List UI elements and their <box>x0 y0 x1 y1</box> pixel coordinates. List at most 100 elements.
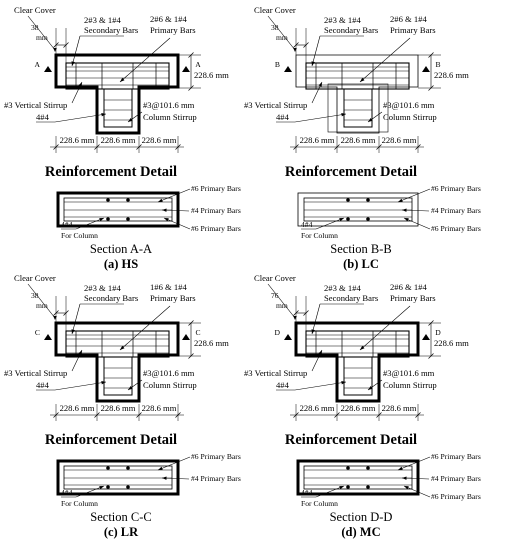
dimension-tick <box>428 52 434 58</box>
leader-line <box>75 485 105 498</box>
arrowhead <box>398 466 403 470</box>
cover-value: 38 <box>271 23 279 32</box>
section-marker-right <box>182 334 190 340</box>
width-dimension: 228.6 mm <box>382 403 417 413</box>
arrowhead <box>404 218 409 222</box>
plan-stirrup <box>63 465 173 490</box>
for-column-label: For Column <box>61 499 98 508</box>
cover-value: 76 <box>271 291 279 300</box>
leader-line <box>75 217 105 230</box>
column-bar-dot <box>346 217 350 221</box>
panel-caption: (a) HS <box>104 257 138 271</box>
section-marker-left <box>44 66 52 72</box>
column-bar-dot <box>126 198 130 202</box>
vertical-stirrup-label: #3 Vertical Stirrup <box>4 368 67 378</box>
for-column-label: For Column <box>301 231 338 240</box>
dimension-tick <box>63 310 69 316</box>
dimension-tick <box>293 144 299 150</box>
leader-line <box>54 113 107 123</box>
column-bar-dot <box>106 198 110 202</box>
arrowhead <box>162 208 167 212</box>
column-bar-dot <box>346 466 350 470</box>
section-marker-label-left: A <box>35 60 41 69</box>
leader-line <box>157 456 191 471</box>
column-stirrup-label: Column Stirrup <box>143 380 197 390</box>
reinforcement-heading: Reinforcement Detail <box>285 164 417 180</box>
leader-line <box>27 283 56 319</box>
leader-line <box>267 15 296 51</box>
depth-dimension: 228.6 mm <box>194 70 229 80</box>
section-marker-label-left: C <box>35 328 40 337</box>
section-marker-right <box>422 66 430 72</box>
dimension-tick <box>428 353 434 359</box>
column-stirrup <box>103 356 133 396</box>
section-marker-right <box>182 66 190 72</box>
clear-cover-label: Clear Cover <box>254 273 296 283</box>
for-column-label: For Column <box>301 499 338 508</box>
panel-caption: (d) MC <box>341 525 380 539</box>
arrowhead <box>99 218 104 222</box>
cover-unit: mm <box>276 33 288 42</box>
arrowhead <box>71 329 75 334</box>
dimension-tick <box>175 412 181 418</box>
section-marker-label-right: C <box>195 328 200 337</box>
dimension-tick <box>293 42 299 48</box>
arrowhead <box>341 113 346 117</box>
cover-value: 38 <box>31 291 39 300</box>
bottom-primary-bars-label: #6 Primary Bars <box>191 224 241 233</box>
leader-line <box>54 381 107 391</box>
column-bars-label: 4#4 <box>36 380 50 390</box>
width-dimension: 228.6 mm <box>101 135 136 145</box>
vertical-stirrup-label: #3 Vertical Stirrup <box>4 100 67 110</box>
plan-outline <box>56 459 180 496</box>
arrowhead <box>158 198 163 202</box>
dimension-tick <box>376 144 382 150</box>
arrowhead <box>128 386 133 390</box>
width-dimension: 228.6 mm <box>60 403 95 413</box>
column-bar-dot <box>126 466 130 470</box>
primary-bars-label: Primary Bars <box>150 293 196 303</box>
dimension-tick <box>188 353 194 359</box>
width-dimension: 228.6 mm <box>382 135 417 145</box>
arrowhead <box>128 118 133 122</box>
dimension-tick <box>188 85 194 91</box>
column-bar-dot <box>106 466 110 470</box>
dimension-tick <box>94 144 100 150</box>
primary-bars-label: Primary Bars <box>390 293 436 303</box>
t-section-outline <box>54 321 180 403</box>
top-primary-bars-label: #6 Primary Bars <box>191 184 241 193</box>
leader-line <box>157 188 191 203</box>
column-bar-dot <box>366 485 370 489</box>
dimension-tick <box>428 85 434 91</box>
column-bar-dot <box>346 485 350 489</box>
section-marker-label-right: B <box>435 60 440 69</box>
leader-line <box>397 188 431 203</box>
secondary-bars-spec: 2#3 & 1#4 <box>84 283 121 293</box>
t-section-outline <box>294 321 420 403</box>
arrowhead <box>398 198 403 202</box>
section-marker-label-left: D <box>275 328 281 337</box>
width-dimension: 228.6 mm <box>300 403 335 413</box>
leader-line <box>397 456 431 471</box>
primary-bars-spec: 2#6 & 1#4 <box>150 14 187 24</box>
primary-bars-spec: 1#6 & 1#4 <box>150 282 187 292</box>
secondary-bars-label: Secondary Bars <box>84 293 139 303</box>
arrowhead <box>339 218 344 222</box>
column-bar-dot <box>126 217 130 221</box>
for-column-label: For Column <box>61 231 98 240</box>
dimension-tick <box>303 310 309 316</box>
secondary-bars-label: Secondary Bars <box>324 25 379 35</box>
column-stirrup-label: Column Stirrup <box>383 112 437 122</box>
column-bar-dot <box>346 198 350 202</box>
column-bar-dot <box>366 466 370 470</box>
leader-line <box>311 35 321 67</box>
arrowhead <box>404 486 409 490</box>
leader-line <box>71 35 81 67</box>
column-bar-dot <box>366 198 370 202</box>
dimension-tick <box>415 144 421 150</box>
width-dimension: 228.6 mm <box>142 403 177 413</box>
